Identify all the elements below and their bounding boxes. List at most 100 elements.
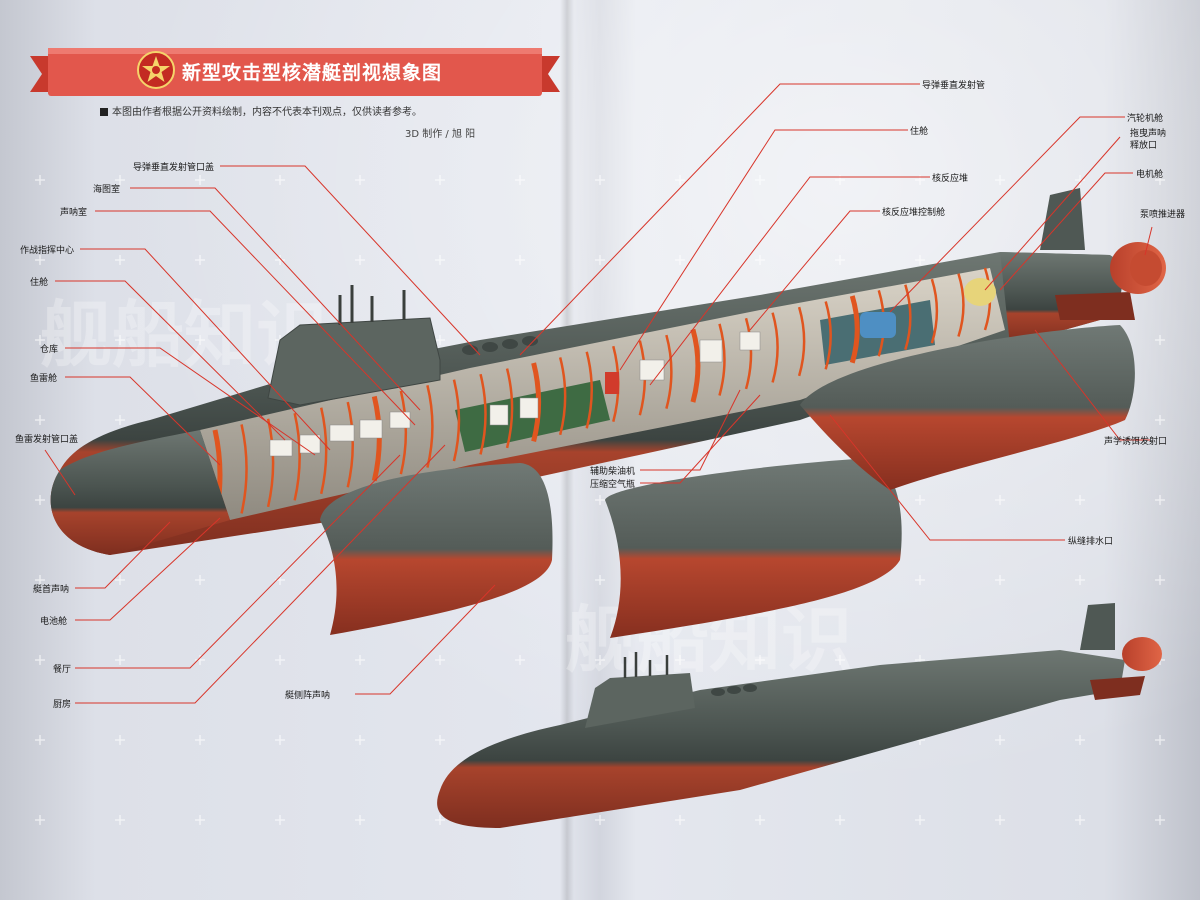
frame-ring: [797, 306, 806, 377]
pump-jet-2: [1122, 637, 1162, 671]
grid-cross: [595, 495, 605, 505]
grid-cross: [435, 815, 445, 825]
grid-cross: [835, 255, 845, 265]
grid-cross: [595, 575, 605, 585]
leader-compressed-air: [640, 394, 761, 484]
label-living-quarters-2: 住舱: [910, 127, 929, 137]
frame-ring: [585, 351, 593, 429]
bullet-square-icon: [100, 108, 108, 116]
leader-quarters-2: [619, 129, 908, 371]
label-bow-sonar: 艇首声呐: [33, 585, 70, 595]
vls-hatches: [462, 336, 538, 355]
label-mess-hall: 餐厅: [53, 665, 72, 675]
grid-cross: [275, 735, 285, 745]
turbine: [964, 278, 996, 306]
leader-missile-hatch: [220, 165, 481, 356]
grid-cross: [35, 495, 45, 505]
frame-ring: [904, 284, 912, 351]
leader-reactor-control: [749, 210, 880, 331]
grid-cross: [435, 335, 445, 345]
grid-cross: [1155, 415, 1165, 425]
leader-reactor: [649, 176, 930, 386]
grid-cross: [595, 815, 605, 825]
cutaway-submarine: [50, 188, 1166, 555]
grid-cross: [115, 335, 125, 345]
leader-chart-room: [130, 187, 421, 411]
frame-ring: [558, 357, 567, 436]
grid-cross: [115, 655, 125, 665]
grid-cross: [915, 495, 925, 505]
label-drain-port: 纵缝排水口: [1068, 537, 1114, 547]
hull-panel-1: [320, 463, 553, 635]
frame-ring: [957, 273, 965, 337]
frame-ring: [266, 418, 275, 508]
leader-turbine: [889, 116, 1125, 313]
grid-cross: [35, 655, 45, 665]
label-chart-room: 海图室: [93, 185, 121, 195]
grid-cross: [675, 175, 685, 185]
grid-cross: [835, 655, 845, 665]
grid-cross: [35, 335, 45, 345]
frame-ring: [399, 390, 408, 475]
leader-mess: [75, 454, 401, 669]
grid-cross: [435, 255, 445, 265]
grid-cross: [595, 175, 605, 185]
label-flank-sonar: 艇侧阵声呐: [285, 691, 331, 701]
equipment: [269, 331, 761, 457]
label-towed-sonar-2: 释放口: [1130, 141, 1158, 151]
frame-ring: [930, 278, 939, 344]
grid-cross: [355, 815, 365, 825]
label-battery-room: 电池舱: [40, 617, 68, 627]
leader-pump-jet: [1144, 226, 1153, 256]
grid-cross: [35, 735, 45, 745]
grid-cross: [755, 255, 765, 265]
grid-cross: [435, 175, 445, 185]
grid-cross: [1155, 175, 1165, 185]
label-combat-center: 作战指挥中心: [20, 246, 75, 256]
frame-ring: [293, 412, 301, 501]
leader-torpedo-room: [65, 376, 221, 466]
leader-drain: [829, 414, 1065, 541]
frame-ring: [452, 379, 461, 462]
label-acoustic-decoy: 声学诱饵发射口: [1104, 437, 1168, 447]
grid-cross: [355, 655, 365, 665]
leader-torpedo-hatch: [44, 449, 76, 496]
grid-cross: [835, 815, 845, 825]
grid-cross: [195, 335, 205, 345]
grid-cross: [195, 815, 205, 825]
label-towed-sonar: 拖曳声呐: [1130, 129, 1167, 139]
label-reactor: 核反应堆: [932, 174, 969, 184]
label-turbine-room: 汽轮机舱: [1127, 114, 1164, 124]
label-motor-room: 电机舱: [1136, 170, 1164, 180]
leader-sonar-room: [95, 210, 416, 426]
grid-cross: [115, 815, 125, 825]
rudder-upper: [1040, 188, 1085, 250]
grid-cross: [355, 255, 365, 265]
grid-cross: [915, 815, 925, 825]
grid-cross: [115, 575, 125, 585]
frame-ring: [479, 373, 487, 455]
grid-cross: [275, 255, 285, 265]
pump-jet-inner: [1130, 250, 1162, 286]
grid-cross: [275, 655, 285, 665]
frame-ring: [426, 385, 434, 468]
label-galley: 厨房: [53, 700, 72, 710]
red-machinery: [605, 372, 619, 394]
label-missile-tube-hatch: 导弹垂直发射管口盖: [133, 163, 215, 173]
grid-cross: [355, 175, 365, 185]
credit: 3D 制作 / 旭 阳: [405, 129, 476, 140]
grid-cross: [755, 175, 765, 185]
grid-cross: [995, 575, 1005, 585]
grid-cross: [995, 175, 1005, 185]
grid-cross: [35, 815, 45, 825]
grid-cross: [595, 655, 605, 665]
grid-cross: [115, 415, 125, 425]
sail-2: [585, 673, 695, 728]
grid-cross: [195, 735, 205, 745]
grid-cross: [595, 255, 605, 265]
frame-ring: [690, 328, 701, 403]
grid-cross: [675, 255, 685, 265]
label-storage: 仓库: [40, 345, 59, 355]
frame-ring: [849, 295, 860, 364]
